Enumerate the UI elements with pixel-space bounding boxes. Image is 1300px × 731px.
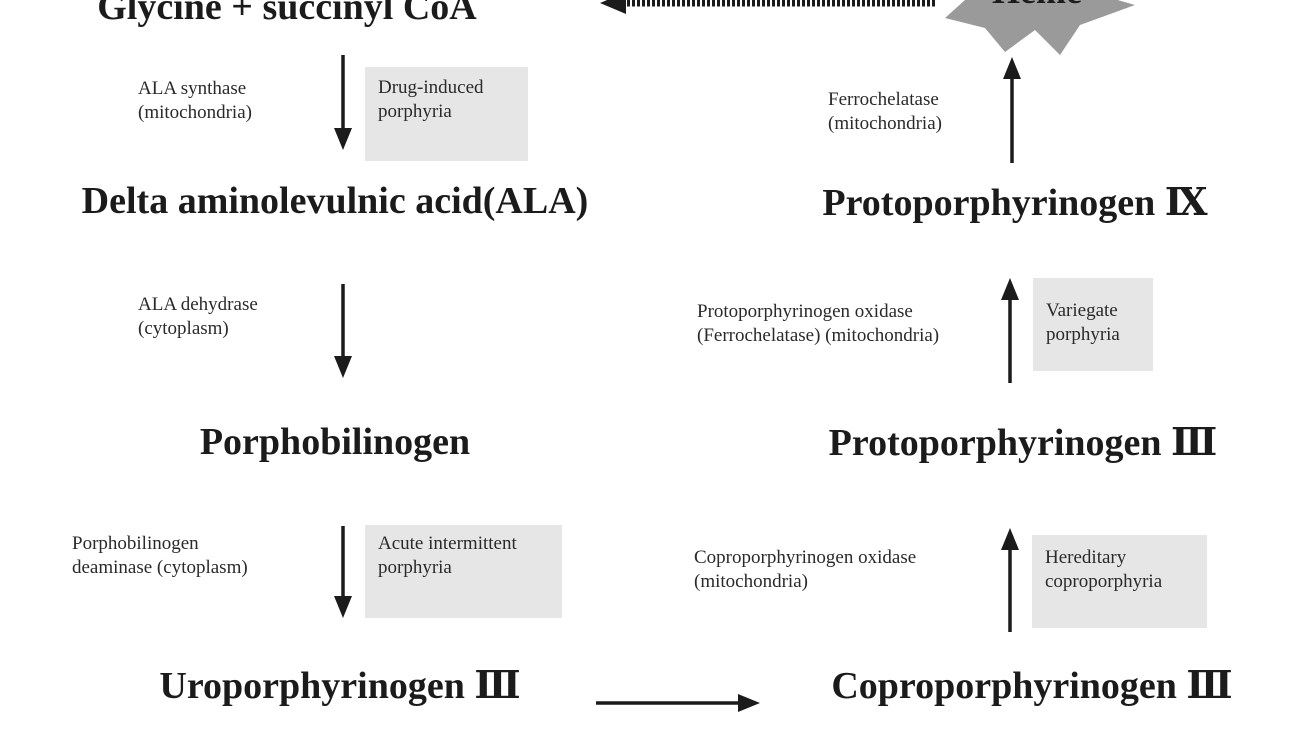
node-heme: Heme: [992, 0, 1082, 11]
arrowhead-pbg-to-uro: [334, 596, 352, 618]
arrowhead-proto3-to-proto9: [1001, 278, 1019, 300]
disease-drug-induced-porphyria: Drug-induced porphyria: [378, 77, 488, 122]
enzyme-ala-dehydrase-line1: ALA dehydrase: [138, 294, 258, 315]
disease-box-aip: [365, 525, 562, 618]
disease-hcp-line1: Hereditary: [1045, 547, 1127, 568]
arrowhead-glycine-to-ala: [334, 128, 352, 150]
disease-box-drug-induced: [365, 67, 528, 161]
arrowhead-uro-to-copro: [738, 694, 760, 712]
disease-hereditary-coproporphyria: Hereditary coproporphyria: [1045, 547, 1163, 592]
enzyme-pbg-deaminase-line1: Porphobilinogen: [72, 533, 199, 554]
enzyme-ala-dehydrase: ALA dehydrase (cytoplasm): [138, 294, 263, 339]
disease-drug-induced-line2: porphyria: [378, 101, 452, 122]
disease-variegate-line2: porphyria: [1046, 324, 1120, 345]
enzyme-copro-oxidase-line2: (mitochondria): [694, 571, 808, 592]
disease-box-hcp: [1032, 535, 1207, 628]
enzyme-proto-oxidase-line1: Protoporphyrinogen oxidase: [697, 301, 913, 322]
disease-aip-line1: Acute intermittent: [378, 533, 517, 554]
node-uroporphyrinogen-iii: Uroporphyrinogen Ⅲ: [159, 665, 520, 707]
enzyme-ala-synthase: ALA synthase (mitochondria): [138, 78, 252, 123]
arrowhead-copro-to-proto3: [1001, 528, 1019, 550]
node-protoporphyrinogen-ix: Protoporphyrinogen Ⅸ: [822, 182, 1207, 224]
arrowhead-proto9-to-heme: [1003, 57, 1021, 79]
feedback-arrowhead: [600, 0, 626, 14]
enzyme-ala-synthase-line1: ALA synthase: [138, 78, 246, 99]
node-porphobilinogen: Porphobilinogen: [200, 421, 470, 463]
disease-acute-intermittent-porphyria: Acute intermittent porphyria: [378, 533, 522, 578]
disease-drug-induced-line1: Drug-induced: [378, 77, 484, 98]
disease-hcp-line2: coproporphyria: [1045, 571, 1163, 592]
enzyme-ferrochelatase-line2: (mitochondria): [828, 113, 942, 134]
enzyme-protoporphyrinogen-oxidase: Protoporphyrinogen oxidase (Ferrochelata…: [697, 301, 939, 346]
node-coproporphyrinogen-iii: Coproporphyrinogen Ⅲ: [831, 665, 1232, 707]
node-ala: Delta aminolevulnic acid(ALA): [82, 180, 589, 222]
enzyme-pbg-deaminase-line2: deaminase (cytoplasm): [72, 557, 248, 578]
enzyme-copro-oxidase-line1: Coproporphyrinogen oxidase: [694, 547, 916, 568]
disease-variegate-porphyria: Variegate porphyria: [1046, 300, 1122, 345]
enzyme-proto-oxidase-line2: (Ferrochelatase) (mitochondria): [697, 325, 939, 346]
enzyme-ferrochelatase: Ferrochelatase (mitochondria): [828, 89, 944, 134]
enzyme-ala-synthase-line2: (mitochondria): [138, 102, 252, 123]
heme-star-shape: [945, 0, 1135, 55]
disease-box-variegate: [1033, 278, 1153, 371]
disease-aip-line2: porphyria: [378, 557, 452, 578]
enzyme-pbg-deaminase: Porphobilinogen deaminase (cytoplasm): [72, 533, 248, 578]
node-glycine-succinyl-coa: Glycine + succinyl CoA: [97, 0, 477, 28]
enzyme-ferrochelatase-line1: Ferrochelatase: [828, 89, 939, 110]
enzyme-coproporphyrinogen-oxidase: Coproporphyrinogen oxidase (mitochondria…: [694, 547, 921, 592]
arrowhead-ala-to-pbg: [334, 356, 352, 378]
disease-variegate-line1: Variegate: [1046, 300, 1118, 321]
enzyme-ala-dehydrase-line2: (cytoplasm): [138, 318, 229, 339]
node-protoporphyrinogen-iii: Protoporphyrinogen Ⅲ: [829, 422, 1218, 464]
